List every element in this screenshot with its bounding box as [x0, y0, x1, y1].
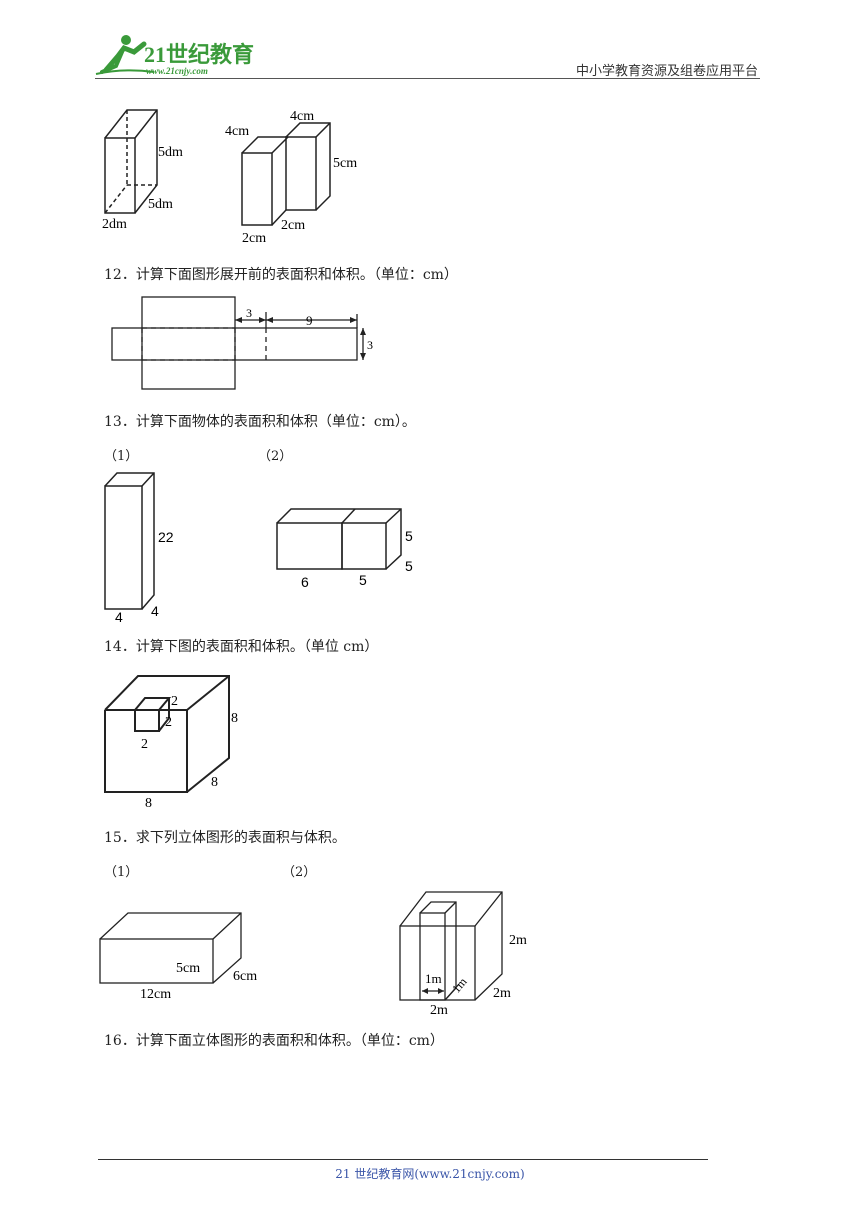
logo-url-text: www.21cnjy.com — [146, 66, 208, 76]
part-2-label: （2） — [282, 865, 317, 880]
label: 4cm — [290, 109, 314, 124]
label: 2 — [171, 694, 178, 709]
label: 3 — [367, 338, 373, 352]
figure-q14-cube: 2 2 2 8 8 8 — [104, 675, 238, 811]
label: 5cm — [176, 961, 200, 976]
label: 8 — [231, 711, 238, 726]
site-logo: 21世纪教育 www.21cnjy.com — [95, 35, 254, 76]
question-13: 13．计算下面物体的表面积和体积（单位：cm）。 — [104, 414, 416, 430]
label: 4 — [151, 603, 159, 619]
part-1-label: （1） — [104, 865, 139, 880]
question-12: 12．计算下面图形展开前的表面积和体积。（单位：cm） — [104, 267, 458, 283]
label: 2m — [493, 986, 511, 1001]
label: 5 — [359, 572, 367, 588]
label: 9 — [306, 313, 313, 328]
header-divider — [95, 78, 760, 79]
label: 1m — [425, 971, 442, 986]
label: 2cm — [242, 231, 266, 246]
footer-divider — [98, 1159, 708, 1160]
figure-q15: 5cm 6cm 12cm 2m 1m 1m 2m 2m — [99, 891, 527, 1018]
label: 5dm — [148, 197, 173, 212]
question-15: 15．求下列立体图形的表面积与体积。 — [104, 830, 346, 846]
label: 2 — [165, 715, 172, 730]
label: 2m — [509, 933, 527, 948]
part-2-label: （2） — [258, 449, 293, 464]
label: 5cm — [333, 156, 357, 171]
label: 5 — [405, 558, 413, 574]
label: 22 — [158, 529, 174, 545]
platform-title: 中小学教育资源及组卷应用平台 — [575, 64, 758, 79]
figure-q13: 22 4 4 5 5 6 5 — [104, 472, 413, 625]
label: 8 — [211, 775, 218, 790]
runner-icon — [95, 35, 155, 75]
footer-text: 21 世纪教育网(www.21cnjy.com) — [335, 1167, 525, 1181]
label: 6 — [301, 574, 309, 590]
label: 5 — [405, 528, 413, 544]
label: 2cm — [281, 218, 305, 233]
figure-q12-net: 3 9 3 — [111, 296, 373, 390]
question-14: 14．计算下图的表面积和体积。（单位 cm） — [104, 639, 379, 655]
label: 3 — [246, 306, 252, 320]
label: 2 — [141, 737, 148, 752]
part-1-label: （1） — [104, 449, 139, 464]
label: 12cm — [140, 987, 171, 1002]
label: 2m — [430, 1003, 448, 1018]
label: 5dm — [158, 145, 183, 160]
label: 4cm — [225, 124, 249, 139]
logo-main-text: 21世纪教育 — [144, 42, 254, 67]
label: 2dm — [102, 217, 127, 232]
label: 8 — [145, 796, 152, 811]
figure-top-prisms: 5dm 5dm 2dm 4cm 4cm 5cm 2cm 2cm — [102, 109, 357, 246]
label: 4 — [115, 609, 123, 625]
question-16: 16．计算下面立体图形的表面积和体积。（单位：cm） — [104, 1033, 444, 1049]
label: 6cm — [233, 969, 257, 984]
